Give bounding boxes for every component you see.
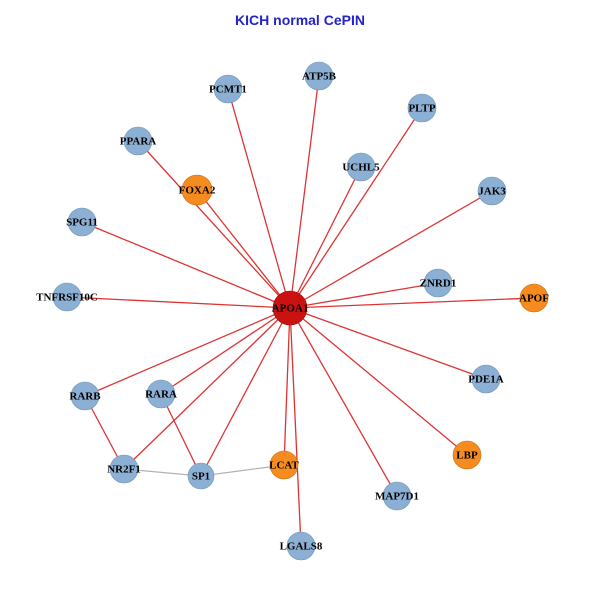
plot-title: KICH normal CePIN: [235, 12, 365, 28]
network-node-UCHL5: [346, 152, 376, 182]
node-label-ZNRD1: ZNRD1: [420, 278, 457, 290]
network-node-PCMT1: [213, 74, 243, 104]
node-label-LGALS8: LGALS8: [280, 541, 323, 553]
network-edge-APOA1-LCAT: [283, 307, 291, 466]
network-node-RARB: [70, 381, 100, 411]
node-label-PCMT1: PCMT1: [209, 84, 247, 96]
network-edge-RARA-SP1: [160, 393, 202, 477]
network-edge-APOA1-TNFRSF10C: [66, 296, 291, 309]
network-node-NR2F1: [109, 454, 139, 484]
node-label-SP1: SP1: [192, 471, 210, 483]
node-label-ATP5B: ATP5B: [302, 71, 337, 83]
node-label-JAK3: JAK3: [478, 186, 506, 198]
network-edge-APOA1-PCMT1: [227, 88, 291, 309]
network-edge-APOA1-PDE1A: [289, 307, 487, 380]
network-edge-APOA1-PPARA: [137, 140, 291, 309]
node-label-RARB: RARB: [69, 391, 101, 403]
network-edge-APOA1-SP1: [200, 307, 291, 477]
network-edge-APOA1-LBP: [289, 307, 468, 456]
node-label-FOXA2: FOXA2: [179, 185, 216, 197]
node-label-LCAT: LCAT: [269, 460, 299, 472]
node-label-LBP: LBP: [456, 450, 478, 462]
network-node-LBP: [452, 440, 482, 470]
node-label-APOF: APOF: [519, 293, 549, 305]
network-edge-APOA1-NR2F1: [123, 307, 291, 470]
network-edge-APOA1-SPG11: [81, 221, 291, 309]
network-node-TNFRSF10C: [52, 282, 82, 312]
network-node-LCAT: [269, 450, 299, 480]
network-node-MAP7D1: [382, 481, 412, 511]
node-label-RARA: RARA: [145, 389, 177, 401]
node-label-TNFRSF10C: TNFRSF10C: [36, 292, 98, 304]
network-node-RARA: [146, 379, 176, 409]
network-edge-APOA1-RARA: [160, 307, 291, 395]
node-label-SPG11: SPG11: [66, 217, 98, 229]
network-edge-APOA1-JAK3: [289, 190, 493, 309]
node-label-PLTP: PLTP: [408, 103, 435, 115]
network-node-FOXA2: [181, 174, 213, 206]
network-node-PLTP: [407, 93, 437, 123]
node-label-PDE1A: PDE1A: [468, 374, 504, 386]
network-edge-APOA1-UCHL5: [289, 166, 362, 309]
network-edge-APOA1-RARB: [84, 307, 291, 397]
network-edge-APOA1-APOF: [289, 297, 535, 309]
network-node-APOA1: [272, 290, 308, 326]
network-edge-APOA1-LGALS8: [289, 307, 302, 547]
node-label-PPARA: PPARA: [120, 136, 157, 148]
network-node-PDE1A: [471, 364, 501, 394]
node-label-MAP7D1: MAP7D1: [375, 491, 419, 503]
network-node-PPARA: [123, 126, 153, 156]
network-edge-APOA1-ATP5B: [289, 75, 320, 309]
node-label-UCHL5: UCHL5: [342, 162, 380, 174]
node-label-NR2F1: NR2F1: [107, 464, 141, 476]
network-edge-APOA1-FOXA2: [196, 189, 291, 309]
network-edge-APOA1-PLTP: [289, 107, 423, 309]
network-node-JAK3: [477, 176, 507, 206]
network-node-ZNRD1: [423, 268, 453, 298]
network-node-SPG11: [67, 207, 97, 237]
network-edge-APOA1-ZNRD1: [289, 282, 439, 309]
network-node-ATP5B: [304, 61, 334, 91]
network-edge-APOA1-MAP7D1: [289, 307, 398, 497]
network-node-SP1: [187, 462, 215, 490]
network-node-LGALS8: [286, 531, 316, 561]
network-node-APOF: [519, 283, 549, 313]
node-label-APOA1: APOA1: [272, 303, 309, 315]
